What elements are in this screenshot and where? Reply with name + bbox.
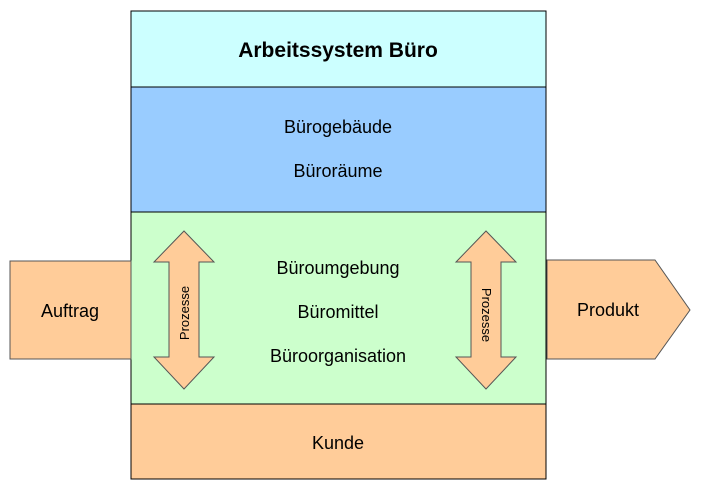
input-box [9,260,132,360]
process-double-arrow-left [152,230,216,390]
organisation-label: Büroorganisation [270,346,406,366]
equipment-label: Büromittel [297,302,378,322]
building-label: Bürogebäude [284,117,392,137]
customer-band [130,403,547,480]
customer-label: Kunde [312,433,364,453]
process-left-label: Prozesse [177,286,192,340]
process-double-arrow-right [454,230,518,390]
rooms-label: Büroräume [293,161,382,181]
diagram-title: Arbeitssystem Büro [238,39,438,62]
output-label: Produkt [577,300,639,320]
input-label: Auftrag [41,301,99,321]
title-band [130,10,547,88]
environment-label: Büroumgebung [276,258,399,278]
building-band [130,86,547,213]
output-arrow [546,259,691,360]
process-right-label: Prozesse [479,288,494,342]
